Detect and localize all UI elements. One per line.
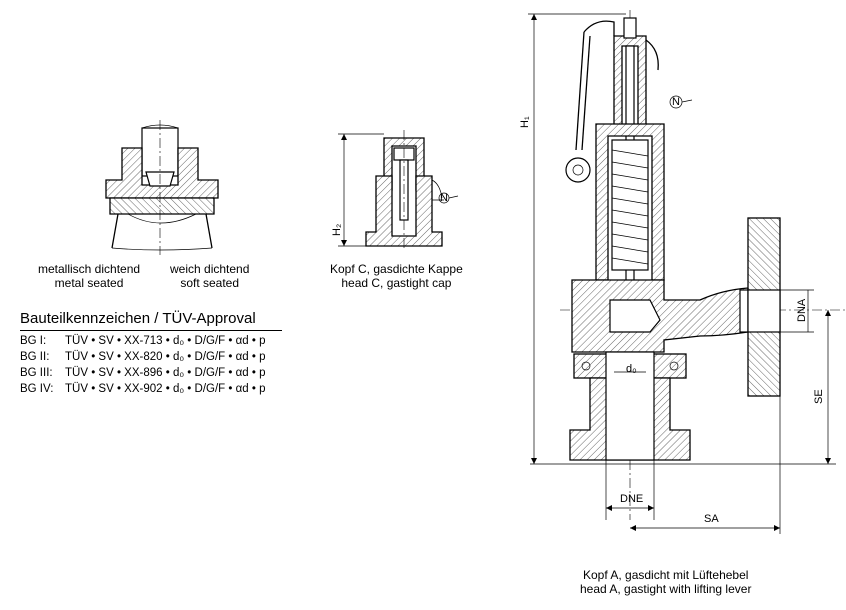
caption-head-a-de: Kopf A, gasdicht mit Lüftehebel (582, 568, 749, 582)
head-a-main-view: N d₀ H₁ (519, 10, 846, 534)
svg-text:N: N (672, 96, 680, 108)
caption-soft-de: weich dichtend (170, 262, 250, 276)
caption-head-a-en: head A, gastight with lifting lever (580, 582, 752, 596)
caption-metal-seated: metallisch dichtend metal seated (38, 262, 140, 290)
spring (611, 139, 649, 271)
svg-text:N: N (440, 192, 448, 204)
dim-h2: H₂ (331, 224, 343, 236)
approval-group: BG I: (20, 335, 47, 347)
approval-row: BG II: TÜV • SV • XX-820 • d₀ • D/G/F • α… (20, 351, 265, 363)
approval-mark: TÜV • SV • XX-820 • d₀ • D/G/F • αd • p (65, 351, 266, 363)
caption-head-c: Kopf C, gasdichte Kappe head C, gastight… (330, 262, 463, 290)
caption-soft-seated: weich dichtend soft seated (170, 262, 249, 290)
approval-group: BG IV: (20, 383, 54, 395)
approval-row: BG III: TÜV • SV • XX-896 • d₀ • D/G/F • … (20, 367, 265, 379)
dim-sa: SA (704, 513, 719, 525)
head-c-view: N H₂ (331, 130, 459, 250)
dim-dne: DNE (620, 493, 643, 505)
caption-metal-de: metallisch dichtend (38, 262, 141, 276)
dim-dna: DNA (796, 298, 808, 322)
approval-mark: TÜV • SV • XX-902 • d₀ • D/G/F • αd • p (65, 383, 266, 395)
caption-metal-en: metal seated (54, 276, 124, 290)
dim-d0: d₀ (626, 363, 637, 375)
caption-head-c-en: head C, gastight cap (341, 276, 452, 290)
approval-group: BG II: (20, 351, 50, 363)
approval-title: Bauteilkennzeichen / TÜV-Approval (20, 310, 256, 327)
caption-soft-en: soft seated (180, 276, 240, 290)
approval-row: BG I: TÜV • SV • XX-713 • d₀ • D/G/F • αd… (20, 335, 265, 347)
approval-mark: TÜV • SV • XX-713 • d₀ • D/G/F • αd • p (65, 335, 266, 347)
approval-title-rule (20, 330, 282, 331)
caption-head-a: Kopf A, gasdicht mit Lüftehebel head A, … (580, 568, 751, 596)
caption-head-c-de: Kopf C, gasdichte Kappe (330, 262, 463, 276)
seat-detail-view (105, 120, 219, 255)
dim-h1: H₁ (519, 116, 531, 128)
dim-se: SE (813, 389, 825, 404)
approval-row: BG IV: TÜV • SV • XX-902 • d₀ • D/G/F • α… (20, 383, 265, 395)
approval-group: BG III: (20, 367, 53, 379)
approval-mark: TÜV • SV • XX-896 • d₀ • D/G/F • αd • p (65, 367, 266, 379)
